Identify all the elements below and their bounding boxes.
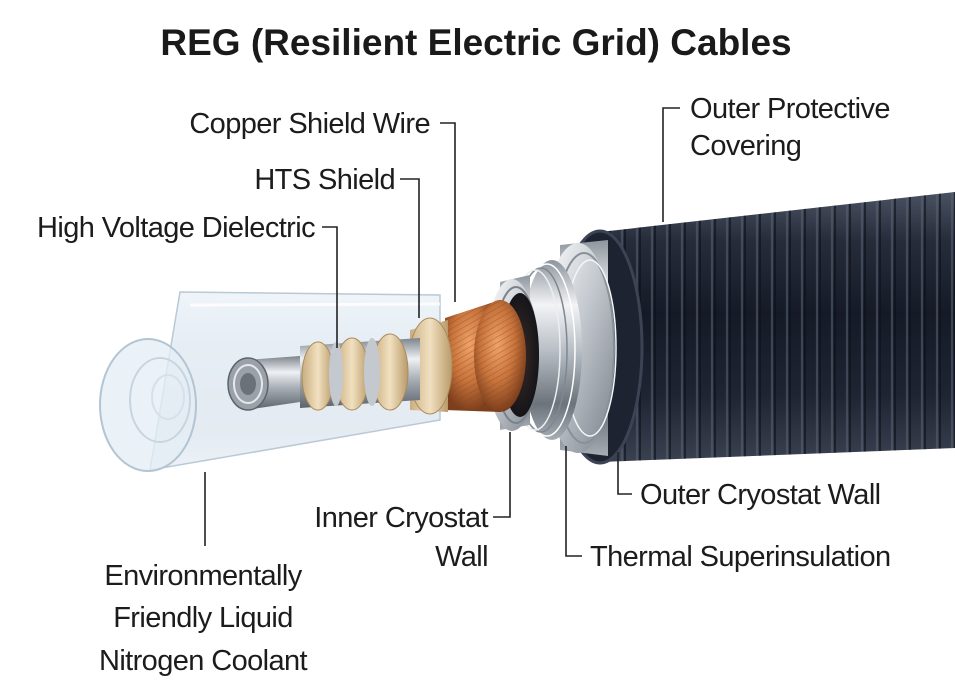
label-nitrogen-coolant-line2: Friendly Liquid [113, 602, 293, 634]
label-outer-protective-covering-line1: Outer Protective [690, 93, 890, 125]
outer-protective-covering [556, 192, 955, 465]
label-nitrogen-coolant-line1: Environmentally [104, 560, 302, 592]
leader-hts-shield [400, 178, 420, 318]
label-inner-cryostat-wall-line2: Wall [435, 541, 488, 573]
labels: Copper Shield Wire HTS Shield High Volta… [37, 93, 891, 677]
thermal-superinsulation [509, 260, 582, 440]
label-high-voltage-dielectric: High Voltage Dielectric [37, 212, 315, 244]
copper-shield-wire [445, 300, 526, 412]
label-outer-cryostat-wall: Outer Cryostat Wall [640, 479, 881, 511]
page-title: REG (Resilient Electric Grid) Cables [160, 22, 791, 63]
leader-thermal-superinsulation [565, 446, 582, 557]
cable-illustration [99, 192, 955, 472]
label-outer-protective-covering-line2: Covering [690, 130, 801, 162]
leader-outer-cryostat-wall [617, 452, 632, 495]
leader-inner-cryostat-wall [493, 432, 511, 518]
high-voltage-dielectric [300, 333, 420, 411]
leader-outer-protective-covering [662, 107, 680, 222]
label-nitrogen-coolant-line3: Nitrogen Coolant [99, 645, 308, 677]
leader-high-voltage-dielectric [322, 226, 338, 348]
leader-copper-shield-wire [440, 122, 456, 302]
label-inner-cryostat-wall-line1: Inner Cryostat [314, 502, 488, 534]
label-hts-shield: HTS Shield [254, 164, 395, 196]
label-copper-shield-wire: Copper Shield Wire [189, 108, 430, 140]
central-conductor [227, 356, 300, 411]
leader-lines [204, 107, 680, 557]
label-thermal-superinsulation: Thermal Superinsulation [590, 541, 891, 573]
